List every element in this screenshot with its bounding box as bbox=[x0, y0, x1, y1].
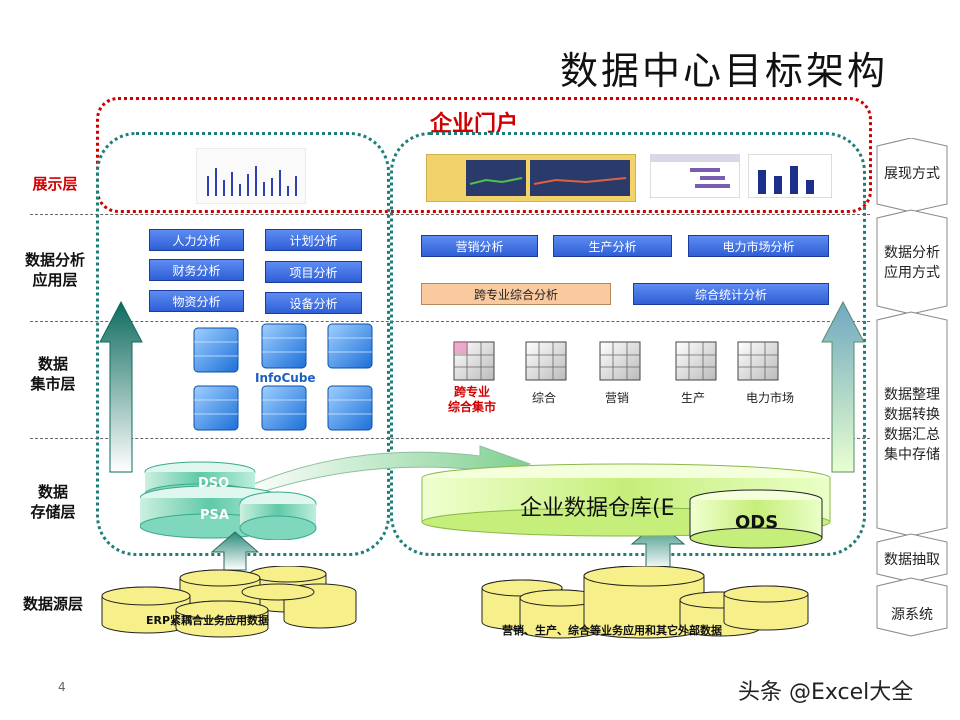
layer-label-source: 数据源层 bbox=[22, 595, 83, 613]
analysis-box-cross-discipline: 跨专业综合分析 bbox=[421, 283, 611, 305]
analysis-box-comprehensive-stats: 综合统计分析 bbox=[633, 283, 829, 305]
infocube-icons bbox=[193, 323, 373, 431]
analysis-box-production: 生产分析 bbox=[553, 235, 672, 257]
mart-label-power-market: 电力市场 bbox=[746, 391, 795, 405]
analysis-box-plan: 计划分析 bbox=[265, 229, 362, 251]
right-label-analysis: 数据分析 应用方式 bbox=[884, 245, 940, 281]
up-arrow-right-icon bbox=[821, 300, 865, 473]
mart-label-marketing: 营销 bbox=[605, 391, 630, 405]
mart-label-comprehensive: 综合 bbox=[532, 391, 557, 405]
edw-label: 企业数据仓库(E bbox=[520, 496, 675, 521]
source-label-erp: ERP紧耦合业务应用数据 bbox=[146, 614, 270, 627]
infocube-label: InfoCube bbox=[255, 371, 316, 385]
layer-label-mart: 数据 集市层 bbox=[30, 355, 76, 393]
analysis-box-marketing: 营销分析 bbox=[421, 235, 538, 257]
portal-frame bbox=[96, 97, 872, 213]
separator-line bbox=[30, 438, 870, 439]
dso-label: DSO bbox=[198, 476, 230, 491]
page-title: 数据中心目标架构 bbox=[560, 49, 889, 93]
layer-label-analysis: 数据分析 应用层 bbox=[24, 251, 85, 289]
data-mart-cubes bbox=[453, 341, 779, 381]
analysis-box-equipment: 设备分析 bbox=[265, 292, 362, 314]
dashboard-thumbnail bbox=[426, 154, 636, 202]
analysis-box-power-market: 电力市场分析 bbox=[688, 235, 829, 257]
analysis-box-project: 项目分析 bbox=[265, 261, 362, 283]
right-label-processing: 数据整理 数据转换 数据汇总 集中存储 bbox=[884, 387, 940, 463]
gantt-thumbnail bbox=[650, 154, 740, 198]
ods-cylinder bbox=[689, 489, 823, 549]
right-label-source: 源系统 bbox=[891, 607, 933, 623]
right-label-extraction: 数据抽取 bbox=[884, 552, 940, 568]
right-group-frame bbox=[390, 132, 866, 556]
chart-thumbnail bbox=[196, 148, 306, 204]
analysis-box-hr: 人力分析 bbox=[149, 229, 244, 251]
separator-line bbox=[30, 321, 870, 322]
up-arrow-left-icon bbox=[99, 300, 143, 473]
right-panel-ribbons bbox=[876, 138, 948, 637]
bar-chart-thumbnail bbox=[748, 154, 832, 198]
layer-label-presentation: 展示层 bbox=[32, 175, 78, 193]
layer-label-storage: 数据 存储层 bbox=[30, 483, 76, 521]
source-db-erp bbox=[101, 566, 357, 638]
watermark: 头条 @Excel大全 bbox=[738, 680, 914, 705]
analysis-box-materials: 物资分析 bbox=[149, 290, 244, 312]
dso-psa-storage bbox=[140, 461, 317, 540]
source-db-external bbox=[481, 566, 809, 639]
mart-label-cross: 跨专业 综合集市 bbox=[448, 385, 497, 414]
mart-label-production: 生产 bbox=[681, 391, 706, 405]
page-number: 4 bbox=[58, 680, 66, 694]
psa-label: PSA bbox=[200, 508, 229, 523]
up-arrow-erp-icon bbox=[210, 531, 260, 571]
analysis-box-finance: 财务分析 bbox=[149, 259, 244, 281]
source-label-external: 营销、生产、综合等业务应用和其它外部数据 bbox=[502, 624, 722, 637]
ods-label: ODS bbox=[735, 512, 779, 533]
separator-line bbox=[30, 214, 870, 215]
right-label-presentation: 展现方式 bbox=[884, 166, 940, 182]
